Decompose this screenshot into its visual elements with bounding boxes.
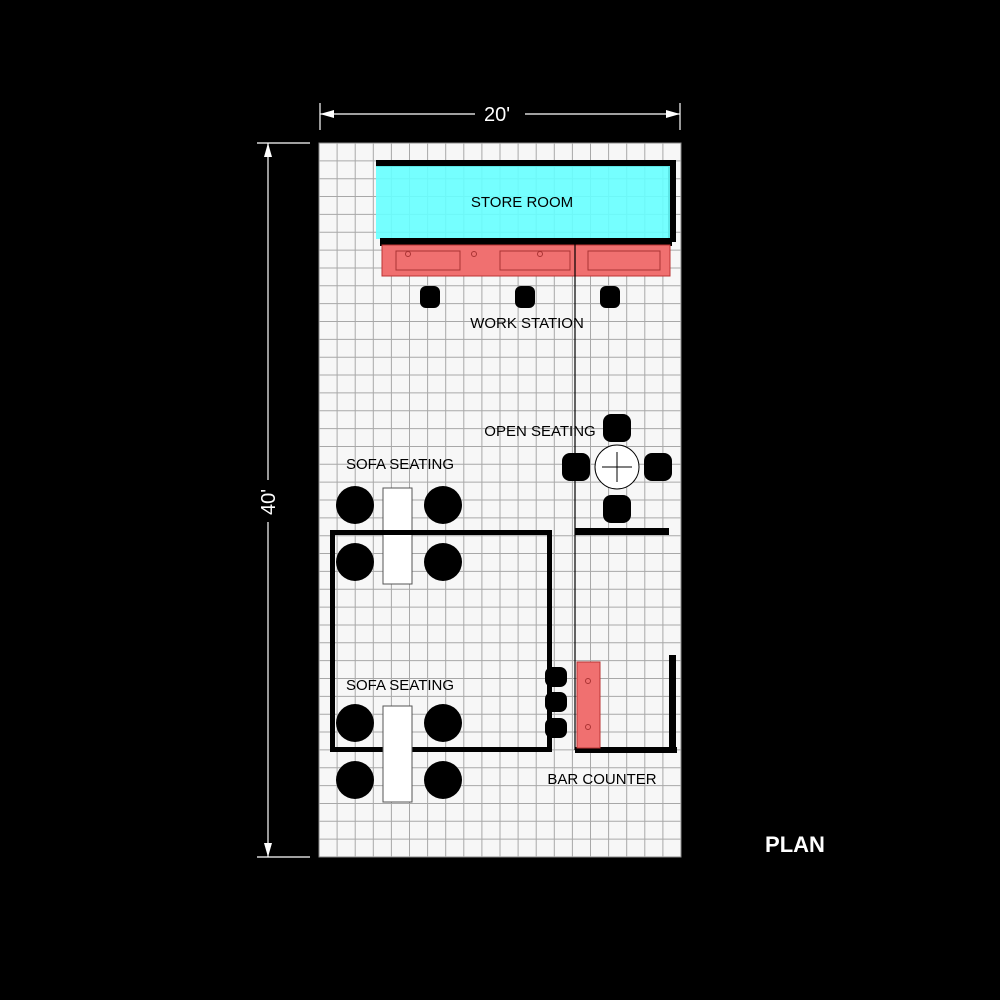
- stool-icon: [420, 286, 440, 308]
- seat-icon: [336, 543, 374, 581]
- length-dimension-label: 40': [258, 489, 280, 515]
- work-counter: [381, 244, 671, 277]
- bar-stool-icon: [545, 692, 567, 712]
- bar-stool-icon: [545, 667, 567, 687]
- sofa-seating-label-1: SOFA SEATING: [346, 456, 454, 473]
- width-dimension: [319, 103, 681, 130]
- round-table-set: [562, 414, 672, 523]
- store-room: [376, 166, 670, 239]
- chair-icon: [562, 453, 590, 481]
- coffee-table-icon: [382, 705, 413, 803]
- length-dimension: [257, 142, 310, 858]
- store-room-label: STORE ROOM: [471, 194, 573, 211]
- counter-details: [395, 250, 661, 271]
- sofa-seating-label-2: SOFA SEATING: [346, 677, 454, 694]
- bar-walls: [575, 528, 677, 753]
- sofa-set-2: [336, 704, 462, 803]
- sofa-room-walls: [330, 530, 552, 752]
- width-dimension-label: 20': [484, 104, 510, 126]
- chair-icon: [603, 414, 631, 442]
- seat-icon: [336, 704, 374, 742]
- stool-icon: [600, 286, 620, 308]
- bar-stools: [545, 667, 567, 738]
- bar-counter-label: BAR COUNTER: [547, 771, 656, 788]
- coffee-table-icon: [382, 487, 413, 585]
- open-seating-label: OPEN SEATING: [484, 423, 595, 440]
- seat-icon: [424, 704, 462, 742]
- seat-icon: [424, 543, 462, 581]
- seat-icon: [336, 761, 374, 799]
- chair-icon: [603, 495, 631, 523]
- bar-stool-icon: [545, 718, 567, 738]
- chair-icon: [644, 453, 672, 481]
- bar-counter: [576, 661, 601, 749]
- work-station-label: WORK STATION: [470, 315, 584, 332]
- store-room-wall-top: [376, 160, 676, 167]
- store-room-wall-right: [668, 160, 676, 242]
- plan-title: PLAN: [765, 832, 825, 857]
- sofa-set-1: [336, 486, 462, 585]
- store-room-wall-bottom: [380, 238, 672, 246]
- work-stools: [420, 286, 620, 308]
- seat-icon: [336, 486, 374, 524]
- seat-icon: [424, 761, 462, 799]
- stool-icon: [515, 286, 535, 308]
- seat-icon: [424, 486, 462, 524]
